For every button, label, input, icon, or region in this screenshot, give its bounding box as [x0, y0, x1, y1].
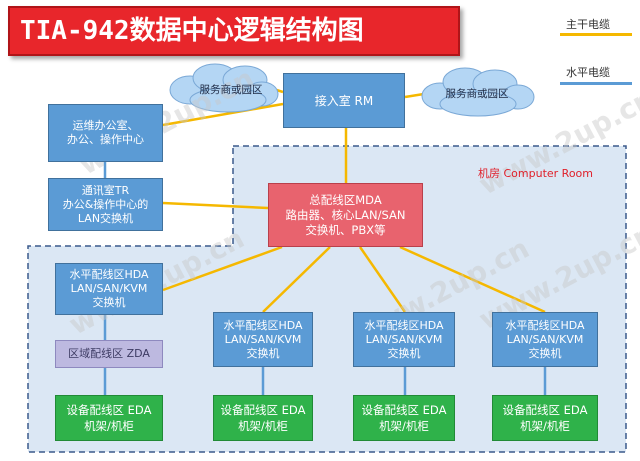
telecom-room-line-2: 办公&操作中心的: [62, 197, 149, 211]
hda-box-2: 水平配线区HDA LAN/SAN/KVM 交换机: [353, 312, 455, 367]
eda-3-line-2: 机架/机柜: [379, 419, 429, 433]
eda-box-3: 设备配线区 EDA 机架/机柜: [353, 395, 455, 441]
cloud-right-shape: [421, 67, 535, 117]
eda-1-line-1: 设备配线区 EDA: [66, 403, 152, 417]
hda-box-1: 水平配线区HDA LAN/SAN/KVM 交换机: [213, 312, 313, 367]
hda-left-line-1: 水平配线区HDA: [69, 268, 149, 281]
entrance-room-box: 接入室 RM: [283, 73, 405, 128]
ops-center-line-2: 办公、操作中心: [67, 133, 144, 146]
cloud-right-label: 服务商或园区: [445, 88, 509, 100]
main-line-tr-mda: [162, 201, 269, 210]
main-line-mda-hda3: [399, 245, 546, 314]
hda-1-line-1: 水平配线区HDA: [223, 318, 303, 332]
hda-2-line-3: 交换机: [387, 346, 421, 360]
eda-2-line-1: 设备配线区 EDA: [220, 403, 306, 417]
mda-line-1: 总配线区MDA: [309, 192, 382, 207]
hda-3-line-1: 水平配线区HDA: [505, 318, 585, 332]
main-line-mda-hda-left: [162, 245, 283, 292]
hda-left-box: 水平配线区HDA LAN/SAN/KVM 交换机: [55, 263, 163, 315]
zda-box: 区域配线区 ZDA: [55, 340, 163, 368]
eda-3-line-1: 设备配线区 EDA: [361, 403, 447, 417]
hda-3-line-2: LAN/SAN/KVM: [506, 332, 584, 346]
hda-box-3: 水平配线区HDA LAN/SAN/KVM 交换机: [492, 312, 598, 367]
legend-main-cable-line: [560, 33, 632, 36]
entrance-room-label: 接入室 RM: [314, 94, 374, 108]
legend-horizontal-cable-label: 水平电缆: [566, 66, 610, 79]
telecom-room-line-1: 通讯室TR: [81, 183, 130, 197]
hda-1-line-3: 交换机: [246, 346, 280, 360]
mda-line-2: 路由器、核心LAN/SAN: [285, 207, 406, 222]
zda-label: 区域配线区 ZDA: [68, 347, 150, 360]
hda-2-line-2: LAN/SAN/KVM: [365, 332, 443, 346]
cloud-left-label: 服务商或园区: [199, 84, 263, 96]
eda-2-line-2: 机架/机柜: [238, 419, 288, 433]
legend-horizontal-cable-line: [560, 82, 632, 85]
ops-center-box: 运维办公室、 办公、操作中心: [48, 104, 163, 162]
main-line-mda-hda2: [358, 246, 407, 313]
eda-4-line-2: 机架/机柜: [520, 419, 570, 433]
legend-main-cable-label: 主干电缆: [566, 18, 610, 31]
eda-4-line-1: 设备配线区 EDA: [502, 403, 588, 417]
hda-left-line-3: 交换机: [92, 296, 126, 309]
main-line-ops-rm: [162, 102, 284, 127]
computer-room-label: 机房 Computer Room: [478, 167, 594, 180]
mda-line-3: 交换机、PBX等: [305, 222, 386, 237]
hda-3-line-3: 交换机: [528, 346, 562, 360]
telecom-room-line-3: LAN交换机: [77, 211, 134, 225]
hda-left-line-2: LAN/SAN/KVM: [70, 282, 148, 295]
main-line-mda-hda1: [262, 246, 331, 313]
page-title: TIA-942数据中心逻辑结构图: [8, 6, 460, 56]
eda-box-4: 设备配线区 EDA 机架/机柜: [492, 395, 598, 441]
connections: [103, 86, 547, 395]
telecom-room-box: 通讯室TR 办公&操作中心的 LAN交换机: [48, 178, 163, 231]
hda-1-line-2: LAN/SAN/KVM: [224, 332, 302, 346]
hda-2-line-1: 水平配线区HDA: [364, 318, 444, 332]
eda-box-1: 设备配线区 EDA 机架/机柜: [55, 395, 163, 441]
ops-center-line-1: 运维办公室、: [72, 119, 139, 132]
eda-1-line-2: 机架/机柜: [84, 419, 134, 433]
cloud-left-shape: [169, 63, 279, 113]
eda-box-2: 设备配线区 EDA 机架/机柜: [213, 395, 313, 441]
mda-box: 总配线区MDA 路由器、核心LAN/SAN 交换机、PBX等: [268, 183, 423, 247]
